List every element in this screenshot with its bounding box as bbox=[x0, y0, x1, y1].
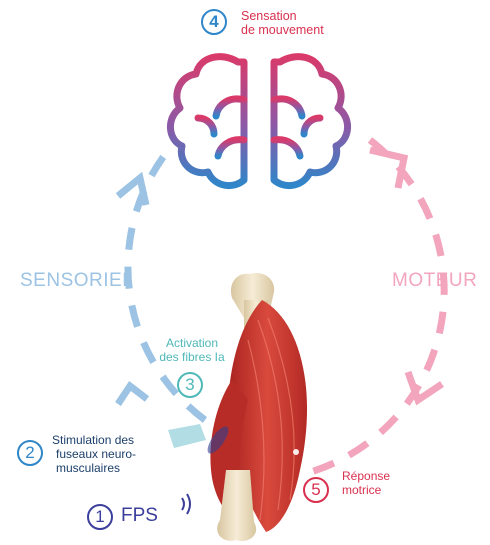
step-2-line-3: musculaires bbox=[56, 462, 136, 476]
step-2-line-2: fuseaux neuro- bbox=[56, 448, 136, 462]
step-3-label: Activation des fibres Ia bbox=[147, 337, 237, 365]
step-1-number: 1 bbox=[87, 504, 113, 530]
vibration-icon bbox=[182, 494, 190, 514]
step-2-line-1: Stimulation des bbox=[52, 434, 136, 448]
sensory-side-label: SENSORIEL bbox=[20, 270, 133, 292]
step-3-line-1: Activation bbox=[147, 337, 237, 351]
step-4-number: 4 bbox=[201, 9, 227, 35]
step-2-number: 2 bbox=[17, 440, 43, 466]
step-1-label: FPS bbox=[121, 505, 158, 527]
motor-arc bbox=[300, 140, 444, 475]
step-4-label: Sensation de mouvement bbox=[241, 9, 324, 38]
step-5-line-2: motrice bbox=[342, 484, 390, 498]
step-2-label: Stimulation des fuseaux neuro- musculair… bbox=[52, 434, 136, 475]
step-4-line-1: Sensation bbox=[241, 9, 324, 23]
step-5-label: Réponse motrice bbox=[342, 470, 390, 498]
step-5-line-1: Réponse bbox=[342, 470, 390, 484]
step-4-line-2: de mouvement bbox=[241, 23, 324, 37]
brain-icon bbox=[170, 57, 347, 186]
motor-side-label: MOTEUR bbox=[392, 270, 477, 292]
step-3-line-2: des fibres Ia bbox=[147, 351, 237, 365]
step-5-number: 5 bbox=[303, 477, 329, 503]
step-3-number: 3 bbox=[177, 372, 203, 398]
